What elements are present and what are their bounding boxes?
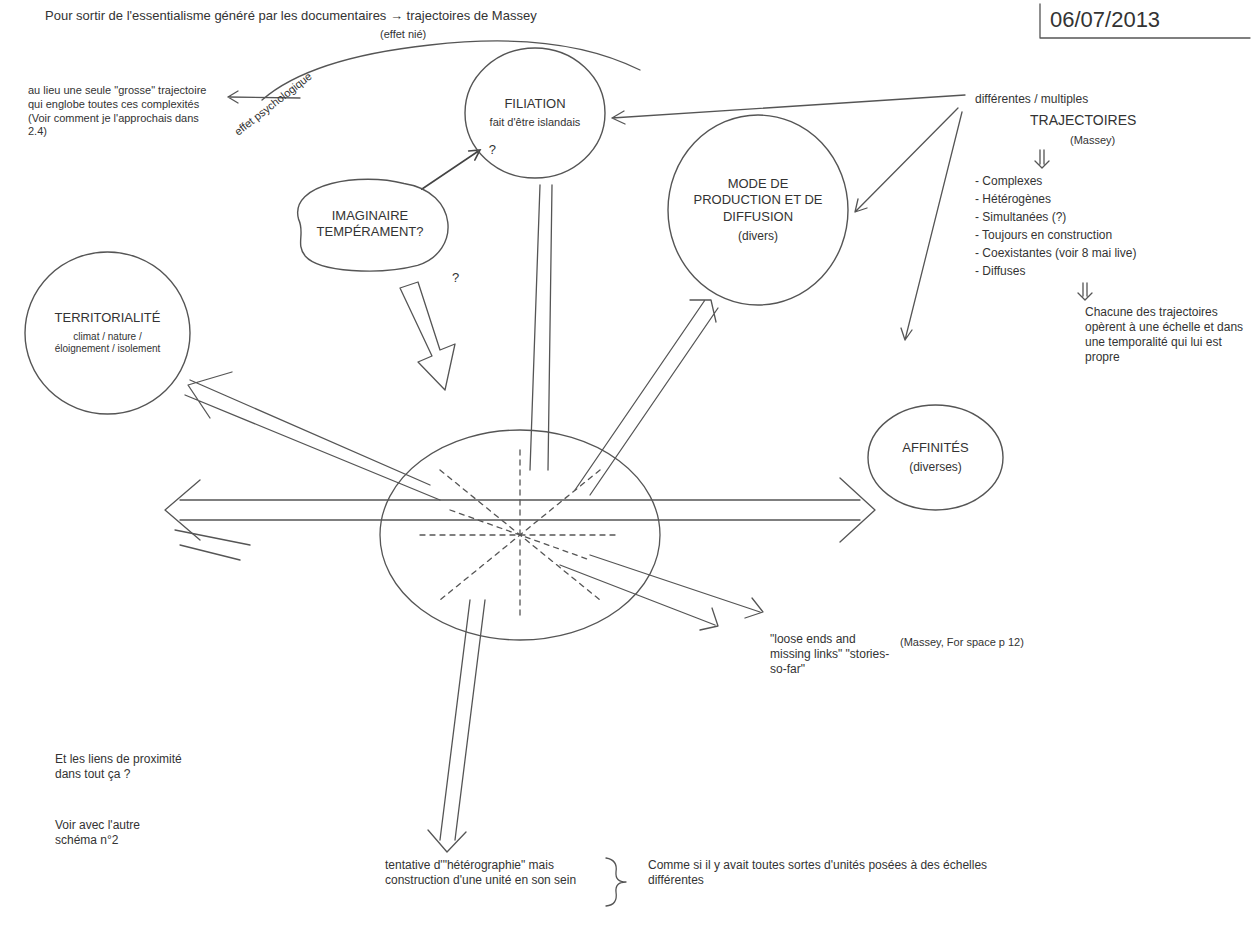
outline [25,252,190,414]
note: (effet nié) [380,28,426,42]
node-heading: TERRITORIALITÉ [47,310,169,326]
curve-note: effet psychologique [232,70,315,139]
ray [175,530,250,560]
list-item: - Diffuses [975,264,1025,279]
node-heading: IMAGINAIRE TEMPÉRAMENT? [307,208,433,241]
edge-label: ? [487,143,498,157]
ray [428,600,485,852]
note: différentes / multiples [975,92,1088,107]
node-outline [868,405,1003,510]
list-item: - Toujours en construction [975,228,1112,243]
center-circle [380,430,660,640]
brace [606,858,626,906]
node-outline [465,48,605,178]
title: Pour sortir de l'essentialisme généré pa… [45,8,805,24]
node-body: fait d'être islandais [483,116,587,130]
list-item: - Simultanées (?) [975,210,1066,225]
note: tentative d'"hétérographie" mais constru… [385,858,600,888]
node-text: FILIATION fait d'être islandais [483,96,587,130]
affinites-circle: AFFINITÉS (diverses) [868,405,1003,510]
production-circle: MODE DE PRODUCTION ET DE DIFFUSION (diver… [668,115,848,305]
ray [560,555,763,630]
dashed-lines [420,450,620,620]
date-frame [1040,4,1250,38]
filiation-circle: FILIATION fait d'être islandais [465,48,605,178]
outline [868,405,1003,510]
double-arrow-band [165,478,875,542]
hollow-arrow [400,282,455,390]
quote: "loose ends and missing links" "stories-… [770,632,895,677]
arrow [612,95,965,124]
note: Chacune des trajectoires opèrent à une é… [1085,305,1245,365]
list-item: - Complexes [975,174,1042,189]
outline [465,48,605,178]
imaginaire-bubble: IMAGINAIRE TEMPÉRAMENT? [285,178,455,270]
ray [530,185,552,470]
note: au lieu une seule "grosse" trajectoire q… [28,84,220,139]
node-body: (diverses) [886,460,986,475]
list-item: - Coexistantes (voir 8 mai live) [975,246,1136,261]
note: Voir avec l'autre schéma n°2 [55,818,165,848]
arrow [901,112,962,340]
outline [298,179,448,271]
ray [185,372,440,500]
territoire-ellipse: TERRITORIALITÉ climat / nature / éloignem… [25,252,190,414]
curved-line [262,41,640,100]
node-heading: FILIATION [483,96,587,112]
question-mark: ? [452,270,459,286]
heading: TRAJECTOIRES [1030,112,1136,130]
note: Comme si il y avait toutes sortes d'unit… [648,858,988,888]
node-text: IMAGINAIRE TEMPÉRAMENT? [307,208,433,241]
connector-arrow [422,150,480,189]
node-text: MODE DE PRODUCTION ET DE DIFFUSION (diver… [692,176,825,244]
double-arrow [1078,283,1092,300]
node-text: AFFINITÉS (diverses) [886,440,986,475]
outline [668,115,848,305]
note: Et les liens de proximité dans tout ça ? [55,752,195,782]
ray [575,300,718,495]
node-body: climat / nature / éloignement / isolemen… [47,331,169,356]
list-item: - Hétérogènes [975,192,1051,207]
node-body: (divers) [692,229,825,244]
node-text: TERRITORIALITÉ climat / nature / éloignem… [47,310,169,355]
arrow [855,108,958,212]
node-heading: AFFINITÉS [886,440,986,456]
reference: (Massey, For space p 12) [900,636,1024,650]
double-arrow [1035,150,1049,168]
date: 06/07/2013 [1050,6,1160,34]
note: (Massey) [1070,134,1115,148]
node-heading: MODE DE PRODUCTION ET DE DIFFUSION [692,176,825,225]
